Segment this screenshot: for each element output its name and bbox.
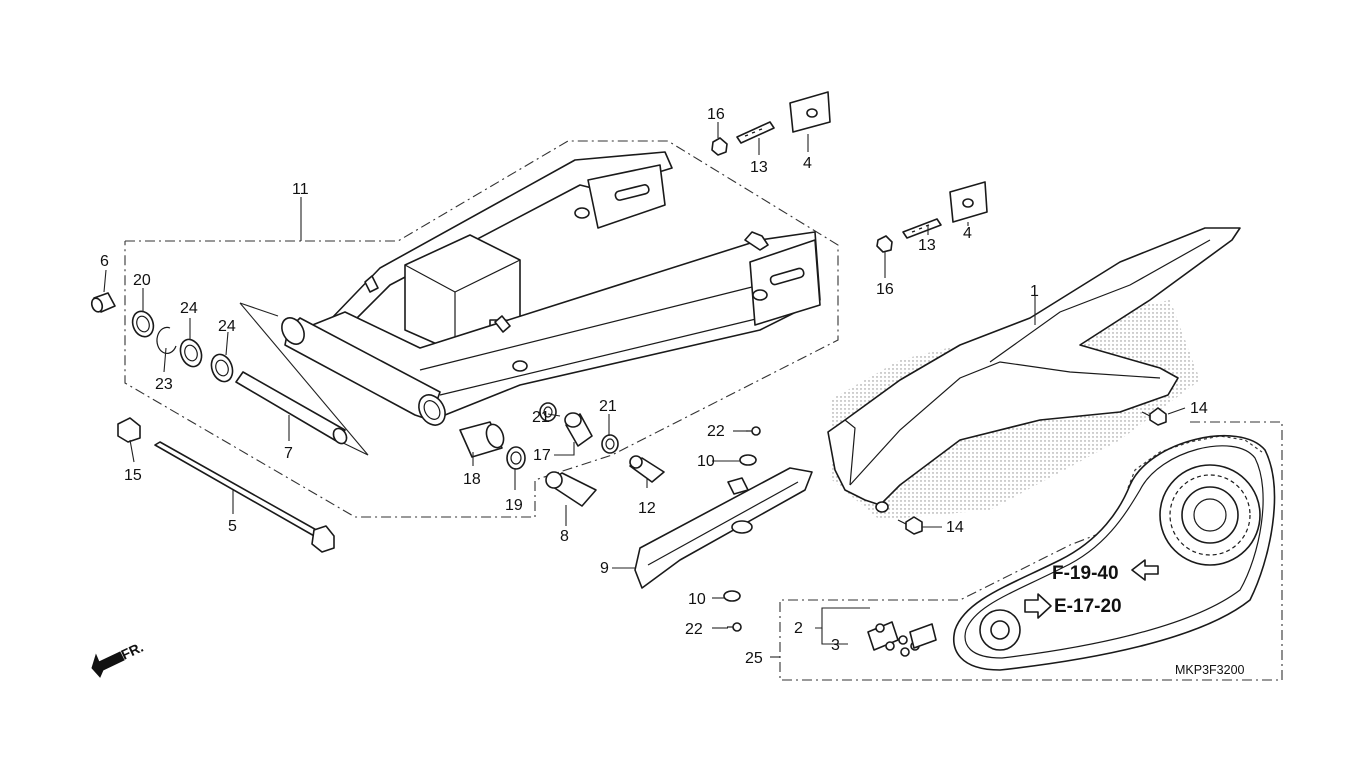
front-direction-indicator: FR.: [91, 639, 146, 678]
screw[interactable]: [746, 426, 761, 436]
callout-label: 8: [560, 528, 569, 545]
reference-f[interactable]: F-19-40: [1052, 563, 1119, 584]
pivot-cap[interactable]: [90, 292, 116, 313]
pivot-bolt[interactable]: [154, 441, 335, 553]
dust-seal[interactable]: [601, 434, 619, 454]
clip-nut[interactable]: [739, 454, 757, 466]
callout-label: 1: [1030, 283, 1039, 300]
collar[interactable]: [629, 455, 665, 483]
bushing[interactable]: [564, 412, 593, 447]
adjuster-bolt[interactable]: [736, 121, 775, 144]
reference-e[interactable]: E-17-20: [1054, 596, 1122, 617]
callout-label: 4: [803, 155, 812, 172]
callout-label: 6: [100, 253, 109, 270]
callout-label: 16: [707, 106, 725, 123]
callout-labels: 1 2 3 4 4 5 6 7 8 9 10 10 11 12 13 13 14…: [100, 106, 1208, 667]
snap-ring[interactable]: [156, 326, 177, 354]
chain-slider[interactable]: [634, 467, 813, 589]
diagram-code: MKP3F3200: [1175, 663, 1245, 677]
callout-label: 3: [831, 637, 840, 654]
callout-label: 2: [794, 620, 803, 637]
callout-label: 10: [688, 591, 706, 608]
callout-label: 11: [292, 181, 309, 198]
chain-joint[interactable]: [867, 621, 937, 657]
pivot-collar[interactable]: [235, 371, 349, 446]
callout-label: 21: [599, 398, 617, 415]
callout-label: 9: [600, 560, 609, 577]
callout-label: 15: [124, 467, 142, 484]
swingarm-group-boundary: [124, 140, 839, 518]
adjuster-nut[interactable]: [711, 137, 728, 156]
callout-label: 10: [697, 453, 715, 470]
chain-adjuster-plate[interactable]: [789, 91, 831, 133]
callout-label: 24: [218, 318, 236, 335]
case-bolt[interactable]: [1141, 407, 1167, 426]
leader-lines: [103, 122, 1186, 629]
callout-label: 20: [133, 272, 151, 289]
clip-nut[interactable]: [723, 590, 741, 602]
callout-label: 21: [532, 409, 550, 426]
callout-label: 14: [946, 519, 964, 536]
callout-label: 23: [155, 376, 173, 393]
callout-label: 13: [918, 237, 936, 254]
svg-text:FR.: FR.: [119, 639, 146, 663]
callout-label: 17: [533, 447, 551, 464]
adjuster-bolt[interactable]: [902, 218, 942, 239]
ref-arrow-f: [1131, 559, 1159, 581]
callout-label: 24: [180, 300, 198, 317]
seal[interactable]: [506, 446, 526, 470]
dust-seal[interactable]: [539, 402, 557, 422]
callout-label: 22: [707, 423, 725, 440]
callout-label: 14: [1190, 400, 1208, 417]
callout-label: 16: [876, 281, 894, 298]
callout-label: 25: [745, 650, 763, 667]
callout-label: 13: [750, 159, 768, 176]
ball-bearing[interactable]: [208, 351, 236, 384]
callout-label: 19: [505, 497, 523, 514]
arrow-down-left-icon: [91, 651, 125, 678]
chain-kit-boundary: [779, 421, 1283, 681]
ref-arrow-e: [1024, 593, 1052, 619]
bush[interactable]: [545, 471, 597, 507]
pivot-nut[interactable]: [117, 417, 141, 443]
callout-label: 18: [463, 471, 481, 488]
callout-label: 7: [284, 445, 293, 462]
case-bolt[interactable]: [897, 516, 923, 535]
ball-bearing[interactable]: [177, 336, 205, 369]
callout-label: 5: [228, 518, 237, 535]
oil-seal[interactable]: [129, 308, 157, 339]
needle-bearing[interactable]: [459, 421, 507, 458]
chain-adjuster-plate[interactable]: [949, 181, 988, 223]
callout-label: 12: [638, 500, 656, 517]
swingarm[interactable]: [277, 151, 821, 430]
callout-label: 22: [685, 621, 703, 638]
chain-case[interactable]: [827, 227, 1241, 520]
screw[interactable]: [727, 622, 742, 632]
callout-label: 4: [963, 225, 972, 242]
adjuster-nut[interactable]: [876, 235, 893, 253]
